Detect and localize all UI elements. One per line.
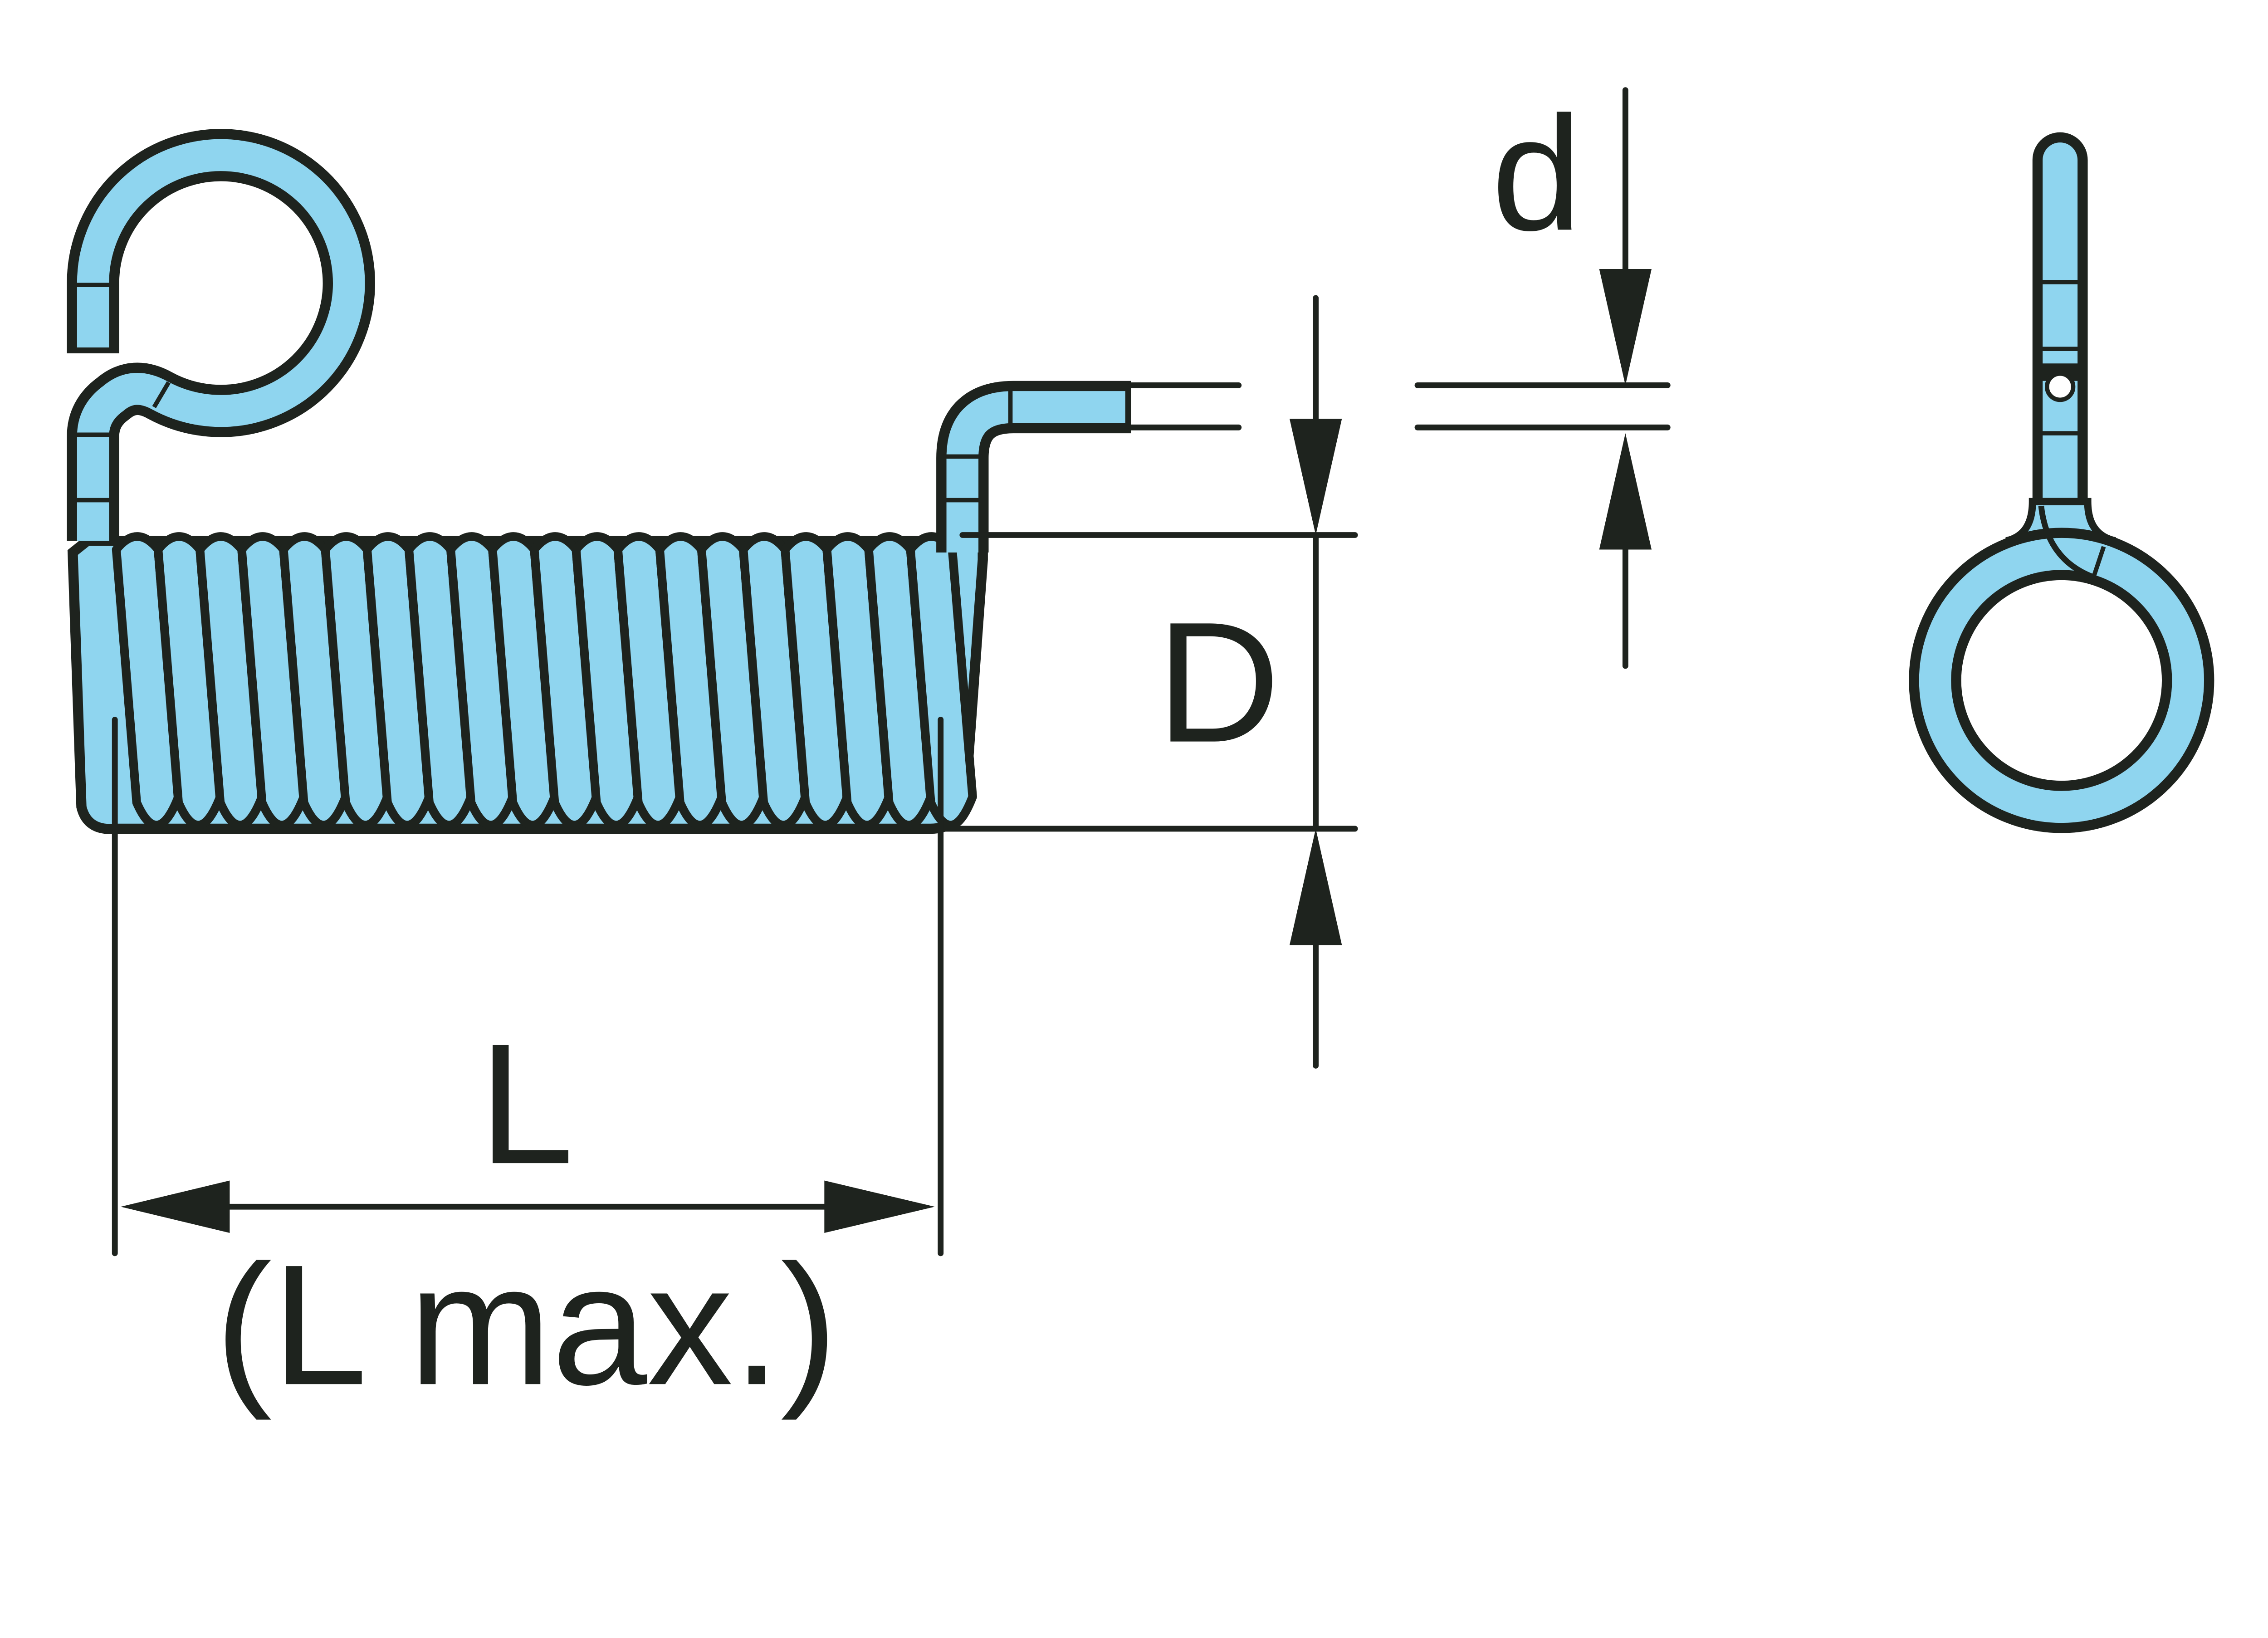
- length-dimension: L (L max.): [112, 717, 944, 1422]
- arrow-down-icon: [1289, 419, 1342, 535]
- right-end-leg: [936, 381, 1131, 553]
- length-max-label: (L max.): [215, 1229, 838, 1422]
- arrow-right-icon: [824, 1180, 935, 1233]
- left-hook: [67, 129, 375, 541]
- tension-spring-diagram: d D L (L max.): [67, 83, 2214, 1422]
- outer-diameter-dimension: D: [942, 295, 1358, 1069]
- outer-diameter-label: D: [1156, 587, 1280, 778]
- arrow-down-icon: [1599, 269, 1652, 386]
- spring-end-view: [1909, 132, 2214, 833]
- arrow-up-icon: [1289, 828, 1342, 945]
- arrow-up-icon: [1599, 433, 1652, 550]
- spring-coils: [67, 532, 988, 834]
- wire-diameter-label: d: [1491, 83, 1582, 264]
- wire-diameter-dimension: d: [1128, 83, 1671, 669]
- length-label: L: [479, 1008, 574, 1200]
- arrow-left-icon: [121, 1180, 230, 1233]
